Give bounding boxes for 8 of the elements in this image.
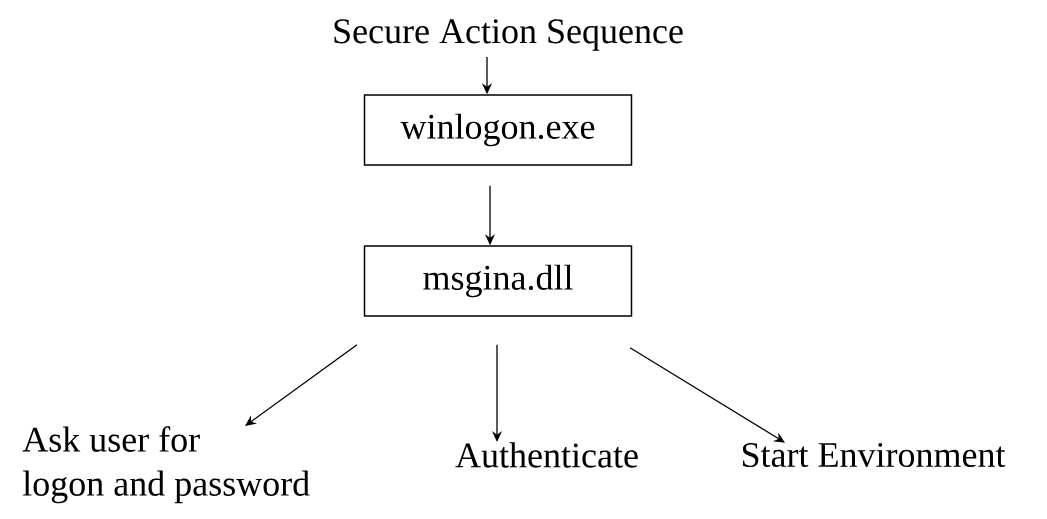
step-label: Start Environment	[742, 442, 1006, 468]
arrow	[629, 347, 785, 443]
step-label: Secure Action Sequence	[334, 19, 683, 51]
step-label: Authenticate	[455, 442, 638, 468]
arrow	[245, 344, 358, 426]
step-label: Ask user for logon and password	[22, 426, 310, 504]
process-box: msgina.dll	[363, 245, 633, 317]
process-box: winlogon.exe	[363, 94, 633, 166]
